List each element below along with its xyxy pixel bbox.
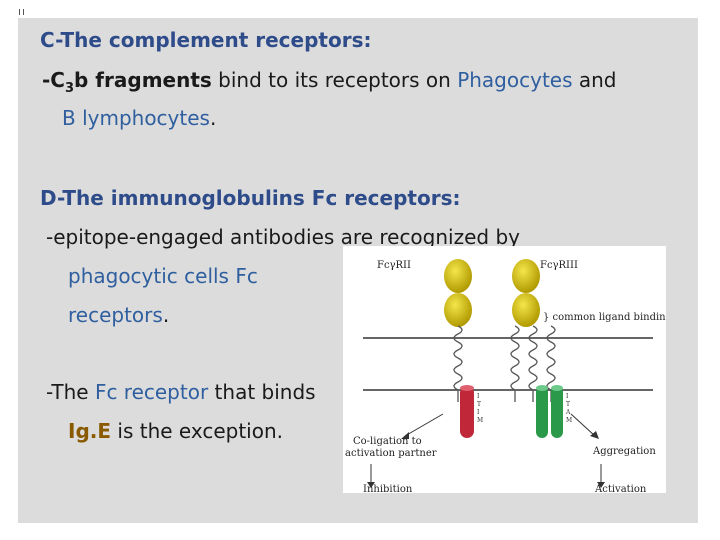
itam-motif-icon [536,386,548,438]
transmembrane-coil-icon [510,325,520,402]
itam-letter: M [566,417,572,424]
heading-fc-receptors: D-The immunoglobulins Fc receptors: [40,186,461,210]
itim-letter: T [477,401,481,408]
ig-domain-icon [512,259,540,293]
complement-line-2: B lymphocytes. [62,106,217,130]
fc-line-2: phagocytic cells Fc [68,264,258,288]
ig-domain-icon [444,293,472,327]
itam-letter: A [565,409,571,416]
heading-complement-receptors: C-The complement receptors: [40,28,372,52]
arrow-head-icon [367,482,375,488]
itam-motif-icon [551,386,563,438]
itim-letter: I [477,393,480,400]
corner-mark [19,9,24,15]
itam-letter: T [566,401,570,408]
fc-line-5: Ig.E is the exception. [68,419,284,443]
label-inhibition: Inhibition [363,484,413,493]
transmembrane-coil-icon [453,325,463,402]
fc-receptor-svg: FcγRII FcγRIII } common ligand binding I… [345,259,666,493]
fc-receptor-diagram: FcγRII FcγRIII } common ligand binding I… [343,246,666,493]
itam-cap-icon [551,385,563,391]
itim-letter: M [477,417,483,424]
label-coligation-line2: activation partner [345,448,437,459]
label-fcgriii: FcγRIII [540,260,578,271]
fc-line-1: -epitope-engaged antibodies are recogniz… [46,225,520,249]
label-coligation-line1: Co-ligation to [353,436,422,447]
transmembrane-coil-icon [528,325,538,402]
itim-motif-icon [460,386,474,438]
itam-letter: I [566,393,569,400]
complement-line-1: -C3b fragments bind to its receptors on … [42,68,617,96]
transmembrane-coil-icon [546,325,556,402]
ig-domain-icon [512,293,540,327]
arrow-aggregation [570,413,596,437]
arrow-head-icon [590,431,599,439]
itim-cap-icon [460,385,474,391]
label-aggregation: Aggregation [592,446,656,457]
label-activation: Activation [594,484,647,493]
label-common-binding: } common ligand binding [543,312,666,323]
fc-line-3: receptors. [68,303,170,327]
arrow-head-icon [401,432,409,439]
label-fcgriib: FcγRII [377,260,411,271]
itim-letter: I [477,409,480,416]
fc-line-4: -The Fc receptor that binds [46,380,316,404]
itam-cap-icon [536,385,548,391]
arrow-coligation [404,413,444,437]
ig-domain-icon [444,259,472,293]
arrow-head-icon [597,482,605,488]
